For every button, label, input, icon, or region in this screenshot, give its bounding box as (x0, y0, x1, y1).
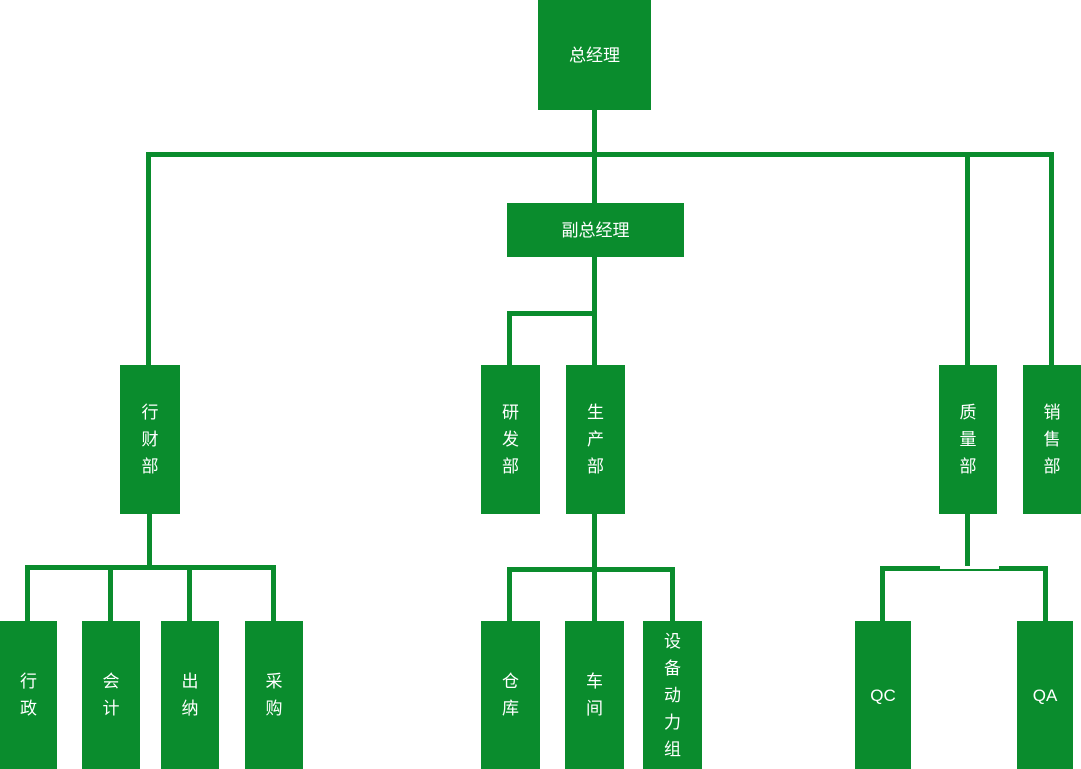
org-node-workshop[interactable]: 车间 (565, 621, 624, 769)
org-node-administration[interactable]: 行政 (0, 621, 57, 769)
org-node-label: 行财部 (141, 403, 159, 476)
org-node-quality-dept[interactable]: 质量部 (939, 365, 997, 514)
connector-finance-rail (25, 565, 276, 570)
org-node-label: 出纳 (181, 672, 199, 718)
connector-rd-rail (507, 311, 597, 316)
connector-quality-stub (965, 514, 970, 571)
org-node-equipment-power-group[interactable]: 设备动力组 (643, 621, 702, 769)
quality-rail-white-notch (940, 566, 999, 569)
org-node-label: 销售部 (1043, 403, 1061, 476)
org-node-label: 仓库 (502, 672, 519, 718)
org-node-accounting[interactable]: 会计 (82, 621, 140, 769)
org-node-general-manager[interactable]: 总经理 (538, 0, 651, 110)
connector-drop-rd (507, 311, 512, 365)
connector-drop-accounting (108, 565, 113, 621)
connector-level1-rail (146, 152, 1054, 157)
connector-finance-stub (147, 514, 152, 570)
connector-drop-quality (965, 152, 970, 365)
connector-drop-sales (1049, 152, 1054, 365)
org-node-label: QA (1032, 685, 1058, 705)
org-node-qc[interactable]: QC (855, 621, 911, 769)
connector-drop-vgm (592, 152, 597, 203)
org-node-label: 采购 (265, 672, 283, 718)
connector-production-rail (507, 567, 675, 572)
org-node-label: 研发部 (502, 403, 519, 476)
org-node-label: 副总经理 (561, 220, 630, 240)
connector-drop-equipment (670, 567, 675, 621)
org-node-cashier[interactable]: 出纳 (161, 621, 219, 769)
org-node-finance-admin-dept[interactable]: 行财部 (120, 365, 180, 514)
connector-drop-qa (1043, 566, 1048, 621)
connector-drop-qc (880, 566, 885, 621)
connector-root-stub (592, 110, 597, 157)
org-node-label: 质量部 (959, 403, 977, 476)
connector-drop-admin (25, 565, 30, 621)
org-node-rd-dept[interactable]: 研发部 (481, 365, 540, 514)
org-node-label: 行政 (20, 672, 37, 718)
org-node-label: 车间 (586, 672, 603, 718)
org-node-purchasing[interactable]: 采购 (245, 621, 303, 769)
connector-drop-cashier (187, 565, 192, 621)
org-node-deputy-general-manager[interactable]: 副总经理 (507, 203, 684, 257)
org-node-qa[interactable]: QA (1017, 621, 1073, 769)
org-node-label: 生产部 (587, 403, 604, 476)
org-node-warehouse[interactable]: 仓库 (481, 621, 540, 769)
org-node-label: 总经理 (569, 45, 620, 65)
org-node-label: QC (870, 685, 896, 705)
connector-drop-warehouse (507, 567, 512, 621)
org-node-sales-dept[interactable]: 销售部 (1023, 365, 1081, 514)
org-node-label: 会计 (102, 672, 120, 718)
connector-drop-purchasing (271, 565, 276, 621)
org-node-label: 设备动力组 (664, 631, 681, 759)
connector-drop-finance (146, 152, 151, 365)
org-node-production-dept[interactable]: 生产部 (566, 365, 625, 514)
